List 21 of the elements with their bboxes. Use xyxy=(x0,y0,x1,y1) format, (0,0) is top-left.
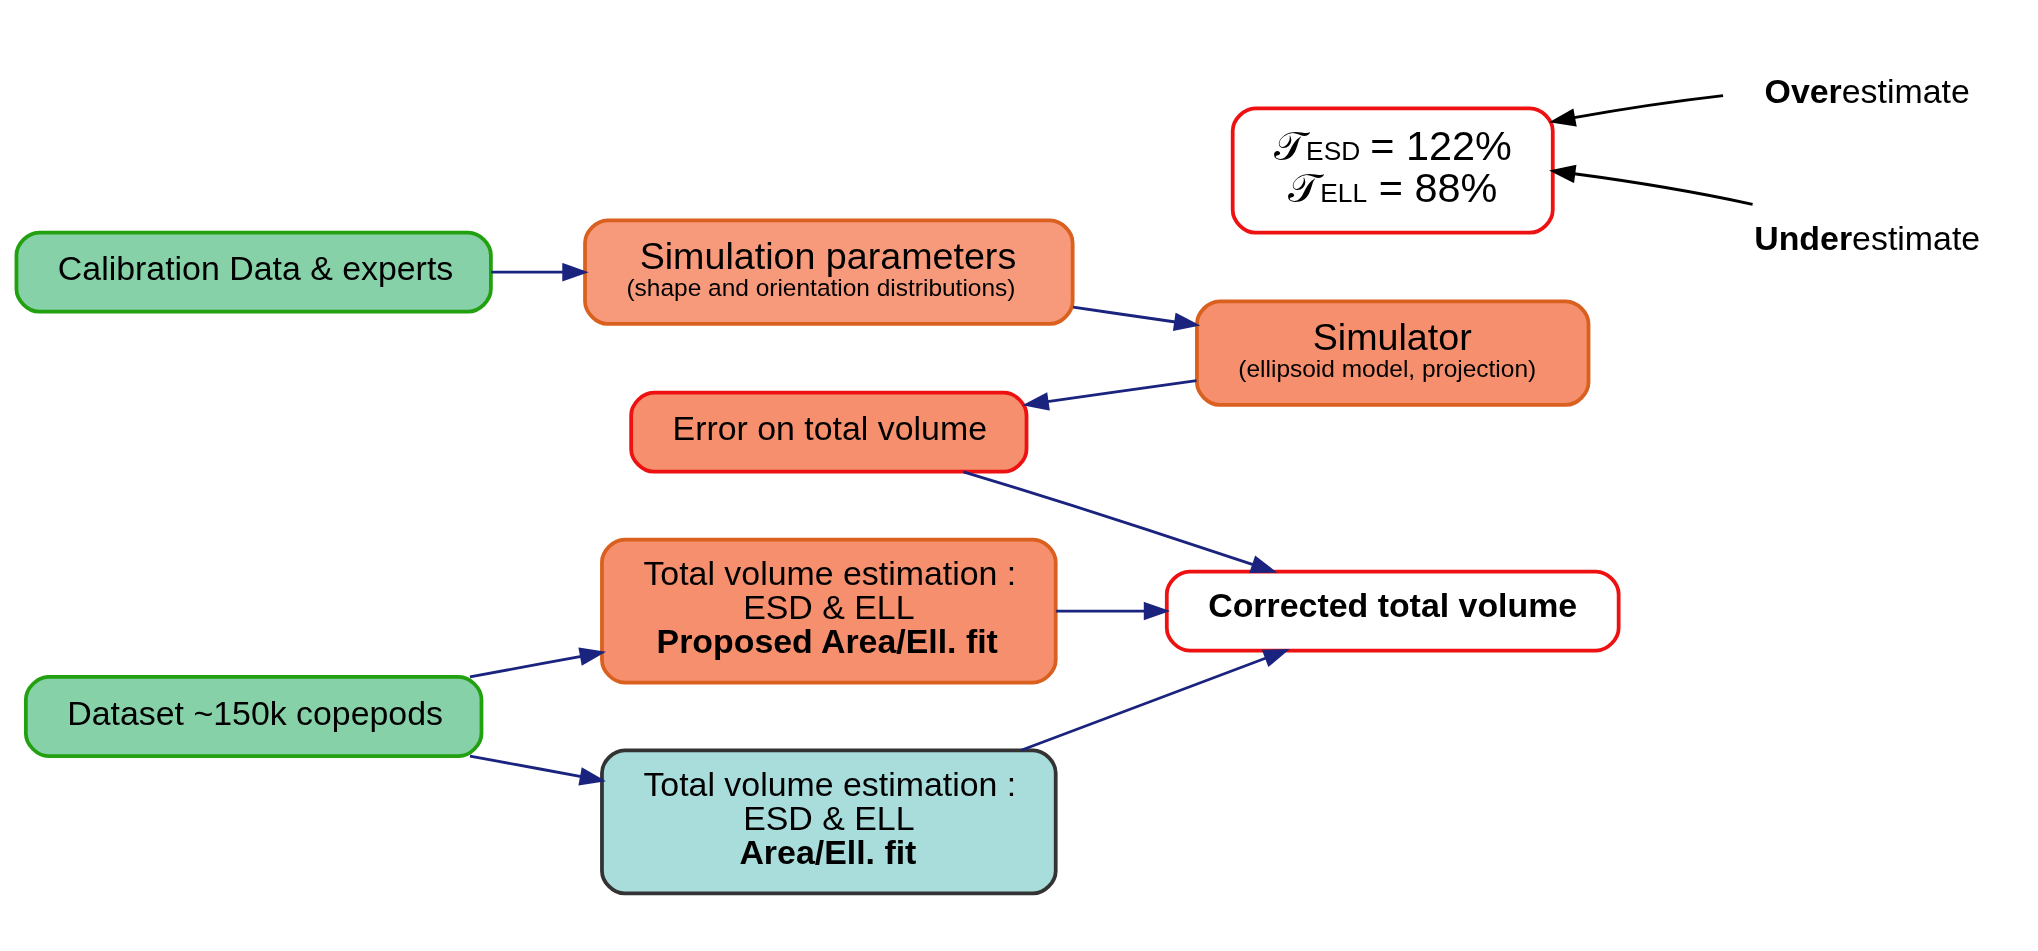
node-box: Simulation parameters (shape and orientation distributions) xyxy=(583,218,1075,326)
arrow xyxy=(1549,164,1753,206)
arrow xyxy=(1022,379,1197,411)
node-box: Dataset ~150k copepods xyxy=(23,675,484,758)
arrow xyxy=(469,647,606,679)
arrow xyxy=(1056,601,1171,621)
node-box: Corrected total volume xyxy=(1164,569,1621,653)
node-text: Overestimate xyxy=(1764,72,1970,111)
node-box: Error on total volume xyxy=(629,390,1029,474)
arrow xyxy=(1020,649,1290,752)
node-box: Total volume estimation : ESD & ELL Proposed Area/Ell. fit xyxy=(600,537,1058,685)
arrow xyxy=(491,262,589,282)
arrow xyxy=(1549,94,1724,127)
arrow xyxy=(962,470,1278,574)
arrow xyxy=(469,754,606,786)
node-box: Simulator (ellipsoid model, projection) xyxy=(1195,299,1591,407)
node-box: Calibration Data & experts xyxy=(14,230,493,314)
node-box: 𝒯ESD = 122% 𝒯ELL = 88% xyxy=(1230,106,1555,235)
node-text: Underestimate xyxy=(1754,219,1981,258)
arrow xyxy=(1072,305,1201,331)
node-box: Total volume estimation : ESD & ELL Area/Ell. fit xyxy=(600,748,1058,896)
